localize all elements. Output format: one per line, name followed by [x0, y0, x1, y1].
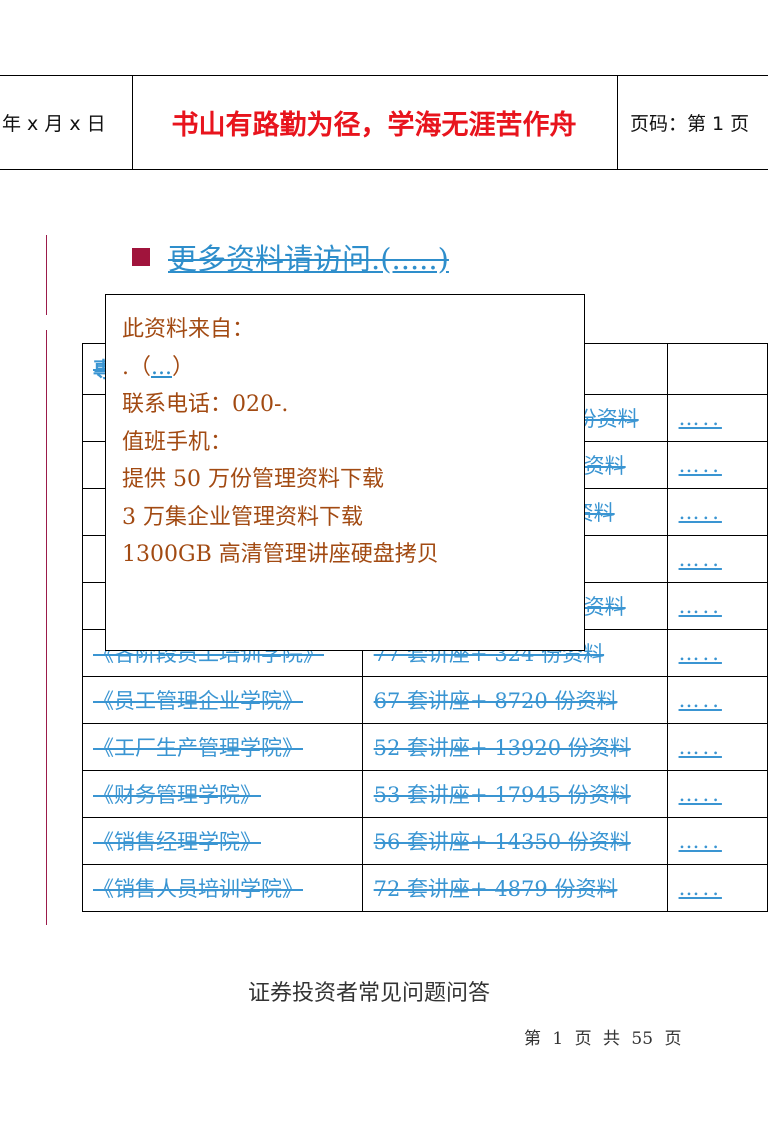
table-cell[interactable]: ….. — [666, 582, 768, 630]
table-cell[interactable]: ….. — [666, 394, 768, 442]
table-cell[interactable]: ….. — [666, 676, 768, 724]
table-cell[interactable]: 《财务管理学院》 — [82, 770, 363, 818]
table-cell[interactable]: ….. — [666, 864, 768, 912]
table-cell[interactable]: ….. — [666, 817, 768, 865]
header-date: 年 x 月 x 日 — [0, 76, 133, 169]
table-cell[interactable]: 《销售经理学院》 — [82, 817, 363, 865]
more-resources-link-text: 更多资料请访问.(.....) — [168, 242, 449, 276]
popup-line-offer-2: 3 万集企业管理资料下载 — [122, 504, 363, 530]
margin-mark — [46, 235, 47, 315]
table-cell[interactable]: 《销售人员培训学院》 — [82, 864, 363, 912]
header-page-number: 页码：第 1 页 — [630, 113, 750, 135]
table-cell[interactable]: 《员工管理企业学院》 — [82, 676, 363, 724]
document-title: 证券投资者常见问题问答 — [248, 981, 491, 1006]
table-cell — [666, 343, 768, 395]
table-cell: 67 套讲座+ 8720 份资料 — [361, 676, 668, 724]
square-bullet-icon — [132, 248, 150, 266]
page-header: 年 x 月 x 日 书山有路勤为径，学海无涯苦作舟 页码：第 1 页 — [0, 75, 768, 170]
table-cell[interactable]: 《工厂生产管理学院》 — [82, 723, 363, 771]
table-cell: 56 套讲座+ 14350 份资料 — [361, 817, 668, 865]
popup-line-link: .（...） — [122, 354, 194, 380]
table-row: 《员工管理企业学院》 67 套讲座+ 8720 份资料 ….. — [82, 676, 768, 724]
table-cell[interactable]: ….. — [666, 488, 768, 536]
table-row: 《工厂生产管理学院》 52 套讲座+ 13920 份资料 ….. — [82, 723, 768, 771]
table-cell: 52 套讲座+ 13920 份资料 — [361, 723, 668, 771]
table-cell[interactable]: ….. — [666, 770, 768, 818]
table-cell: 72 套讲座+ 4879 份资料 — [361, 864, 668, 912]
popup-line-mobile: 值班手机： — [122, 429, 233, 455]
popup-line-source: 此资料来自： — [122, 317, 255, 342]
popup-line-offer-1: 提供 50 万份管理资料下载 — [122, 467, 384, 492]
popup-source-link[interactable]: ... — [151, 354, 172, 380]
table-cell[interactable]: ….. — [666, 441, 768, 489]
popup-line-phone: 联系电话：020-. — [122, 392, 289, 417]
margin-mark — [46, 330, 47, 925]
table-cell[interactable]: ….. — [666, 629, 768, 677]
table-row: 《销售经理学院》 56 套讲座+ 14350 份资料 ….. — [82, 817, 768, 865]
header-motto: 书山有路勤为径，学海无涯苦作舟 — [131, 76, 618, 169]
page-footer: 第 1 页 共 55 页 — [524, 1029, 682, 1049]
popup-line-offer-3: 1300GB 高清管理讲座硬盘拷贝 — [122, 542, 439, 567]
table-cell[interactable]: ….. — [666, 535, 768, 583]
table-cell[interactable]: ….. — [666, 723, 768, 771]
source-info-popup: 此资料来自： .（...） 联系电话：020-. 值班手机： 提供 50 万份管… — [105, 294, 585, 651]
table-cell: 53 套讲座+ 17945 份资料 — [361, 770, 668, 818]
table-row: 《财务管理学院》 53 套讲座+ 17945 份资料 ….. — [82, 770, 768, 818]
more-resources-link[interactable]: 更多资料请访问.(.....) — [132, 236, 449, 278]
table-row: 《销售人员培训学院》 72 套讲座+ 4879 份资料 ….. — [82, 864, 768, 912]
